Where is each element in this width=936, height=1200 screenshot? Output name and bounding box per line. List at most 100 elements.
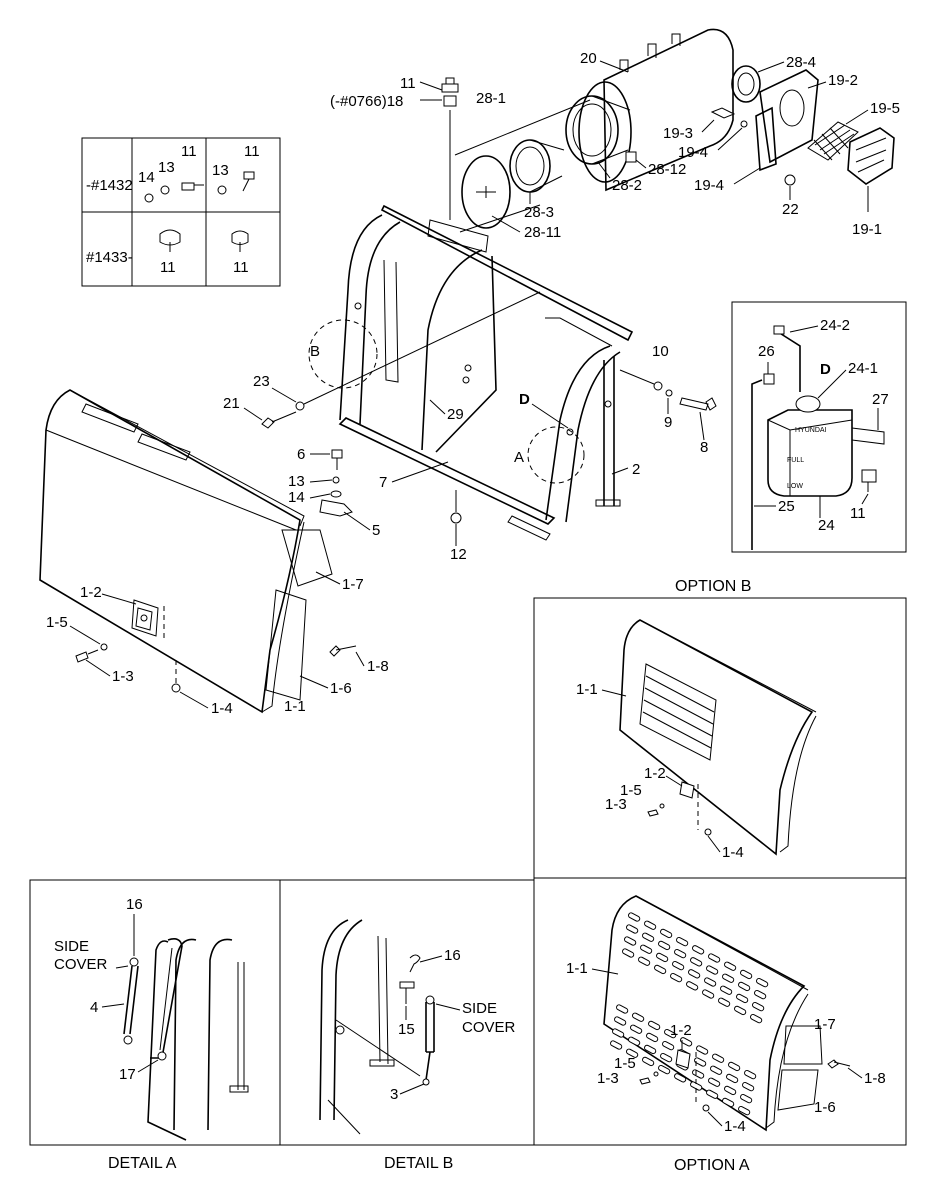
callout-11: 11 xyxy=(233,259,249,276)
vent-slot xyxy=(632,1012,645,1022)
callout-19-2: 19-2 xyxy=(828,72,858,89)
wing-nut-icon xyxy=(476,186,496,198)
washer-icon xyxy=(653,1071,659,1077)
callout-16: 16 xyxy=(444,947,461,964)
callout-1-5: 1-5 xyxy=(46,614,68,631)
side-cover-label-2: COVER xyxy=(54,956,108,973)
latch xyxy=(675,1049,691,1069)
bolt-icon xyxy=(710,107,736,119)
vent-slot xyxy=(654,964,667,975)
callout-22: 22 xyxy=(782,201,799,218)
option-b-caption: OPTION B xyxy=(675,578,751,595)
lock-washer-icon xyxy=(160,185,170,195)
vent-slot xyxy=(686,981,699,991)
callout-24-2: 24-2 xyxy=(820,317,850,334)
callout-13: 13 xyxy=(288,473,305,490)
frame-right-arch xyxy=(545,345,611,521)
callout-d: D xyxy=(820,361,831,378)
bolt-icon xyxy=(261,411,297,429)
frame-center-arch xyxy=(421,249,483,451)
option-b-panel: OPTION B xyxy=(533,578,907,879)
bracket-angle xyxy=(755,106,777,172)
callout-28-12: 28-12 xyxy=(648,161,686,178)
tank-full-mark: FULL xyxy=(787,457,804,464)
clip-icon xyxy=(157,1051,167,1061)
vent-slot xyxy=(642,932,655,942)
callout-24-1: 24-1 xyxy=(848,360,878,377)
callout-d: D xyxy=(519,391,530,408)
vent-slot xyxy=(740,1093,753,1104)
pin-bolt-icon xyxy=(399,981,415,1004)
bolt-icon xyxy=(679,397,717,411)
callout-1-7: 1-7 xyxy=(342,576,364,593)
callout-1-8: 1-8 xyxy=(367,658,389,675)
callout-3: 3 xyxy=(390,1086,398,1103)
vent-slot xyxy=(648,1020,661,1031)
detail-b-caption: DETAIL B xyxy=(384,1155,453,1172)
callout-15: 15 xyxy=(398,1021,415,1038)
callout-20: 20 xyxy=(580,50,597,67)
vent-slot xyxy=(708,1077,721,1087)
vent-slot xyxy=(744,1069,757,1080)
vent-slot xyxy=(670,972,683,983)
seal-strip-upper xyxy=(783,1025,823,1065)
vent-slot xyxy=(738,1105,751,1116)
frame-arch xyxy=(173,938,233,1131)
vent-slot xyxy=(644,1044,657,1055)
callout-4: 4 xyxy=(90,999,98,1016)
vent-slot xyxy=(614,1016,627,1026)
callout-2: 2 xyxy=(632,461,640,478)
callout-19-4: 19-4 xyxy=(678,144,708,161)
cover-vents xyxy=(81,403,191,461)
callout-1-7: 1-7 xyxy=(814,1016,836,1033)
vent-slot xyxy=(610,1040,623,1050)
bolt-icon xyxy=(181,182,204,191)
variant-cell-2: 13 11 xyxy=(212,143,260,195)
side-cover-labels: 1-2 1-5 1-3 1-4 1-1 1-7 1-6 1-8 xyxy=(46,571,389,717)
reserve-tank xyxy=(767,409,853,497)
callout-19-1: 19-1 xyxy=(852,221,882,238)
callout-11: 11 xyxy=(400,75,416,92)
mounting-brackets xyxy=(619,33,681,72)
tank-brand: HYUNDAI xyxy=(795,427,827,434)
vent-slot xyxy=(612,1028,625,1038)
side-cover-edge xyxy=(147,940,187,1141)
callout-28-3: 28-3 xyxy=(524,204,554,221)
callout-11: 11 xyxy=(181,143,197,160)
lock-washer-icon xyxy=(332,476,340,484)
callout-19-5: 19-5 xyxy=(870,100,900,117)
nut-icon xyxy=(702,1104,710,1112)
vent-slot xyxy=(720,985,733,995)
vent-slot xyxy=(718,997,731,1007)
vent-slot xyxy=(628,912,641,922)
callout-1-1: 1-1 xyxy=(284,698,306,715)
air-cleaner-labels: 20 28-4 19-2 19-5 11 (-#0766)18 28-1 19-… xyxy=(330,50,900,241)
callout-1-2: 1-2 xyxy=(670,1022,692,1039)
callout-1-2: 1-2 xyxy=(80,584,102,601)
bolt-icon xyxy=(242,171,255,192)
lock-washer-icon xyxy=(217,185,227,195)
overflow-hose xyxy=(777,331,801,392)
callout-16: 16 xyxy=(126,896,143,913)
frame-labels: 10 9 8 D A 2 B 23 21 29 6 7 13 14 5 12 xyxy=(223,343,708,563)
washer-icon xyxy=(144,193,154,203)
latch xyxy=(679,781,695,799)
option-a-labels: 1-1 1-2 1-5 1-3 1-7 1-8 1-6 1-4 OPTION A xyxy=(566,960,886,1174)
callout-1-1: 1-1 xyxy=(566,960,588,977)
bracket-plate xyxy=(759,69,819,164)
vent-slot xyxy=(750,1013,763,1024)
nut-icon xyxy=(171,683,181,693)
mounting-bolt-icon xyxy=(441,77,459,107)
vent-slot xyxy=(690,1081,703,1091)
callout-9: 9 xyxy=(664,414,672,431)
reserve-tank-panel: HYUNDAI FULL LOW xyxy=(731,301,907,553)
callout-13: 13 xyxy=(212,162,229,179)
callout-1-4: 1-4 xyxy=(724,1118,746,1135)
louver-vent xyxy=(639,663,717,761)
frame-left-arch xyxy=(339,214,383,421)
callout-13: 13 xyxy=(158,159,175,176)
vent-slot xyxy=(688,969,701,979)
vent-slots-upper xyxy=(622,912,769,1024)
callout-24: 24 xyxy=(818,517,835,534)
clip-icon xyxy=(231,230,249,252)
